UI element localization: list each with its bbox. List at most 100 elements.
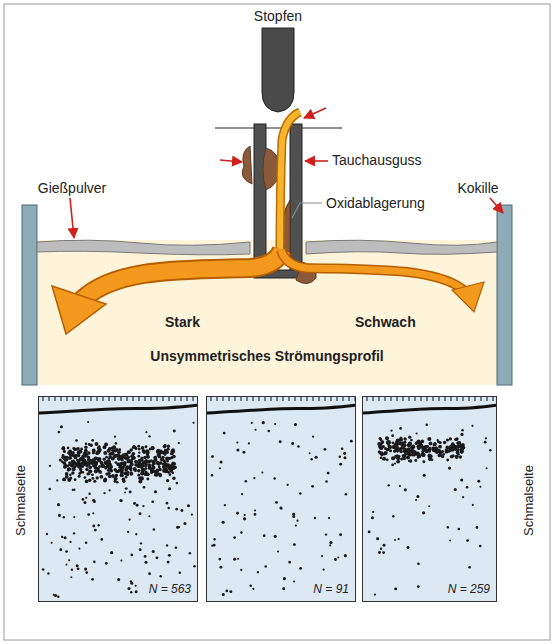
inclusion-dot: [111, 449, 114, 452]
inclusion-dot: [299, 492, 302, 495]
tick-mark: [216, 397, 217, 401]
tick-mark: [60, 397, 61, 401]
inclusion-dot: [61, 456, 65, 460]
inclusion-dot: [73, 532, 75, 534]
inclusion-dot: [107, 460, 110, 463]
inclusion-dot: [135, 533, 137, 535]
inclusion-dot: [117, 457, 120, 460]
inclusion-dot: [144, 561, 147, 564]
inclusion-dot: [157, 472, 160, 475]
inclusion-dot: [449, 540, 451, 542]
inclusion-dot: [142, 505, 144, 507]
inclusion-dot: [151, 500, 154, 503]
inclusion-dot: [229, 590, 232, 593]
inclusion-dot: [87, 455, 90, 458]
inclusion-dot: [408, 441, 412, 445]
tick-mark: [126, 397, 127, 401]
inclusion-dot: [394, 587, 397, 590]
inclusion-dot: [117, 457, 121, 461]
inclusion-map: [207, 397, 356, 602]
inclusion-dot: [67, 447, 70, 450]
inclusion-dot: [408, 448, 411, 451]
tick-mark: [384, 397, 385, 401]
inclusion-dot: [422, 511, 425, 514]
inclusion-dot: [451, 445, 454, 448]
inclusion-dot: [409, 459, 412, 462]
inclusion-dot: [173, 465, 177, 469]
inclusion-dot: [399, 438, 403, 442]
inclusion-dot: [63, 450, 66, 453]
inclusion-dot: [477, 480, 480, 483]
inclusion-dot: [133, 446, 137, 450]
inclusion-dot: [279, 440, 282, 443]
inclusion-dot: [255, 429, 257, 431]
inclusion-dot: [78, 475, 81, 478]
steel-stream: [280, 112, 300, 250]
inclusion-dot: [166, 479, 169, 482]
inclusion-dot: [489, 449, 491, 451]
inclusion-dot: [187, 504, 190, 507]
casting-powder: [37, 240, 250, 255]
inclusion-dot: [401, 446, 404, 449]
inclusion-dot: [446, 446, 449, 449]
tick-mark: [246, 397, 247, 401]
tick-mark: [426, 397, 427, 401]
tick-mark: [402, 397, 403, 401]
inclusion-dot: [183, 522, 186, 525]
tick-mark: [252, 397, 253, 401]
tick-mark: [420, 397, 421, 401]
inclusion-dot: [461, 429, 464, 432]
inclusion-dot: [61, 536, 63, 538]
inclusion-dot: [173, 429, 176, 432]
inclusion-dot: [173, 455, 176, 458]
pointer-arrow: [220, 160, 242, 162]
inclusion-dot: [83, 501, 86, 504]
inclusion-dot: [60, 425, 63, 428]
inclusion-dot: [130, 462, 134, 466]
inclusion-dot: [391, 434, 394, 437]
inclusion-dot: [446, 439, 449, 442]
shell-line: [39, 405, 198, 413]
inclusion-dot: [415, 499, 417, 501]
inclusion-dot: [458, 528, 460, 530]
inclusion-dot: [420, 453, 424, 457]
inclusion-dot: [138, 448, 141, 451]
part-label: Stopfen: [254, 8, 302, 24]
inclusion-dot: [79, 457, 82, 460]
tick-mark: [186, 397, 187, 401]
inclusion-dot: [133, 456, 136, 459]
part-label: Kokille: [457, 180, 498, 196]
inclusion-dot: [110, 551, 113, 554]
tick-mark: [66, 397, 67, 401]
inclusion-dot: [139, 548, 142, 551]
inclusion-dot: [97, 458, 100, 461]
inclusion-dot: [280, 506, 283, 509]
tick-mark: [294, 397, 295, 401]
steel-stream: [280, 112, 300, 250]
tick-mark: [114, 397, 115, 401]
inclusion-dot: [460, 478, 463, 481]
inclusion-dot: [249, 585, 251, 587]
inclusion-dot: [379, 446, 383, 450]
inclusion-dot: [154, 457, 157, 460]
inclusion-dot: [394, 455, 398, 459]
tick-mark: [240, 397, 241, 401]
inclusion-dot: [427, 454, 431, 458]
inclusion-dot: [164, 468, 168, 472]
inclusion-panel: N = 563: [38, 396, 198, 602]
tick-mark: [276, 397, 277, 401]
inclusion-dot: [408, 436, 411, 439]
inclusion-dot: [88, 478, 92, 482]
inclusion-dot: [472, 504, 474, 506]
inclusion-dot: [124, 491, 126, 493]
inclusion-dot: [153, 466, 156, 469]
inclusion-dot: [120, 499, 123, 502]
inclusion-dot: [130, 554, 133, 557]
inclusion-dot: [80, 464, 83, 467]
inclusion-dot: [428, 457, 432, 461]
inclusion-dot: [138, 480, 142, 484]
inclusion-dot: [68, 462, 71, 465]
tick-mark: [180, 397, 181, 401]
tick-mark: [312, 397, 313, 401]
inclusion-dot: [167, 507, 169, 509]
